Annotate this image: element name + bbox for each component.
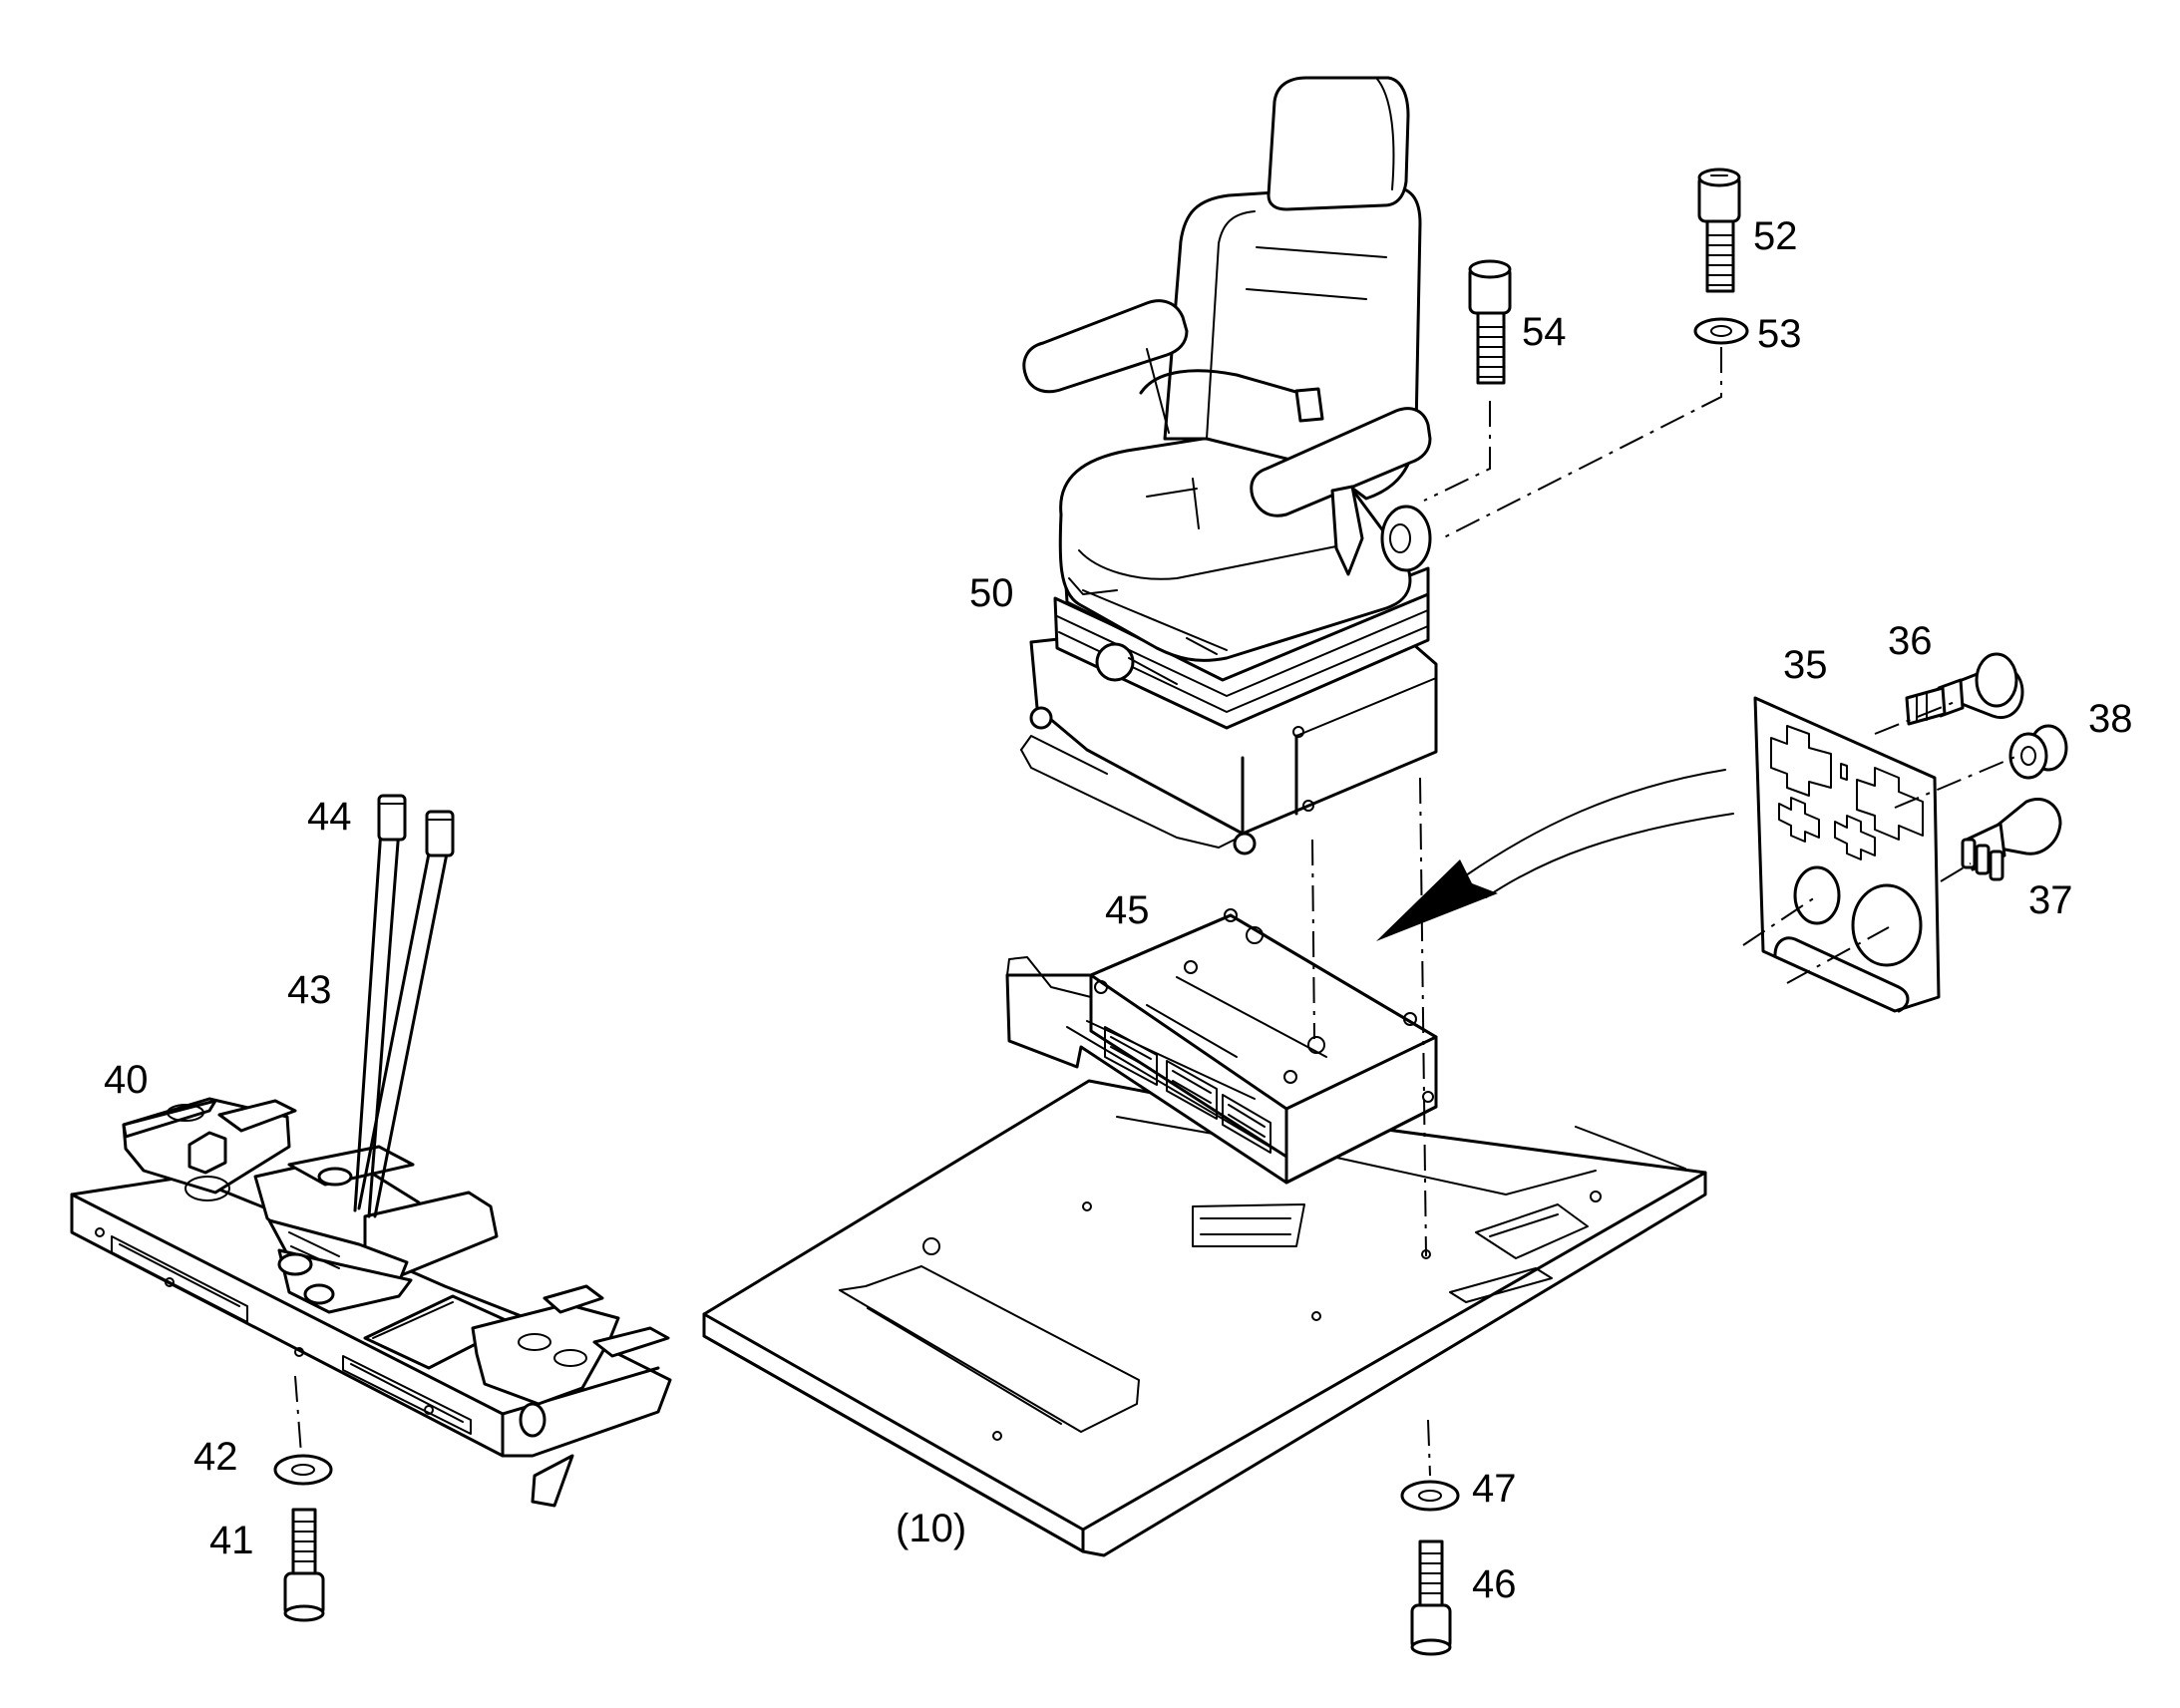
washer-47 [1400,1480,1460,1512]
callout-52: 52 [1753,214,1798,258]
connector-panel [1753,696,1941,1013]
callout-labels: 35 36 37 38 40 41 42 43 44 45 46 47 50 5… [104,214,2133,1606]
callout-50: 50 [969,571,1014,615]
callout-46: 46 [1472,1562,1517,1606]
connector-37 [1961,798,2062,881]
callout-53: 53 [1757,312,1802,356]
callout-47: 47 [1472,1467,1517,1511]
callout-43: 43 [287,968,332,1012]
washer-42 [273,1454,333,1486]
bolt-36 [1905,652,2024,726]
callout-42: 42 [193,1435,238,1479]
callout-35: 35 [1783,643,1828,687]
control-unit-box [1005,908,1438,1185]
callout-45: 45 [1105,888,1150,932]
arrow-icon [1376,769,1734,941]
control-console [70,794,672,1508]
callout-40: 40 [104,1058,149,1102]
bolt-46 [1410,1539,1452,1656]
callout-10: (10) [896,1507,966,1550]
callout-38: 38 [2088,697,2133,741]
bolt-54 [1468,259,1512,385]
plug-38 [2008,724,2068,780]
callout-36: 36 [1888,619,1933,663]
assembly-center-lines [294,347,2023,1477]
callout-41: 41 [209,1519,254,1562]
floor-plate [702,1079,1707,1557]
bolt-41 [283,1508,325,1622]
callout-37: 37 [2028,878,2073,922]
operator-seat [1020,76,1438,855]
callout-44: 44 [307,795,352,839]
washer-53 [1693,317,1749,345]
bolt-52 [1697,168,1741,293]
callout-54: 54 [1522,310,1567,354]
